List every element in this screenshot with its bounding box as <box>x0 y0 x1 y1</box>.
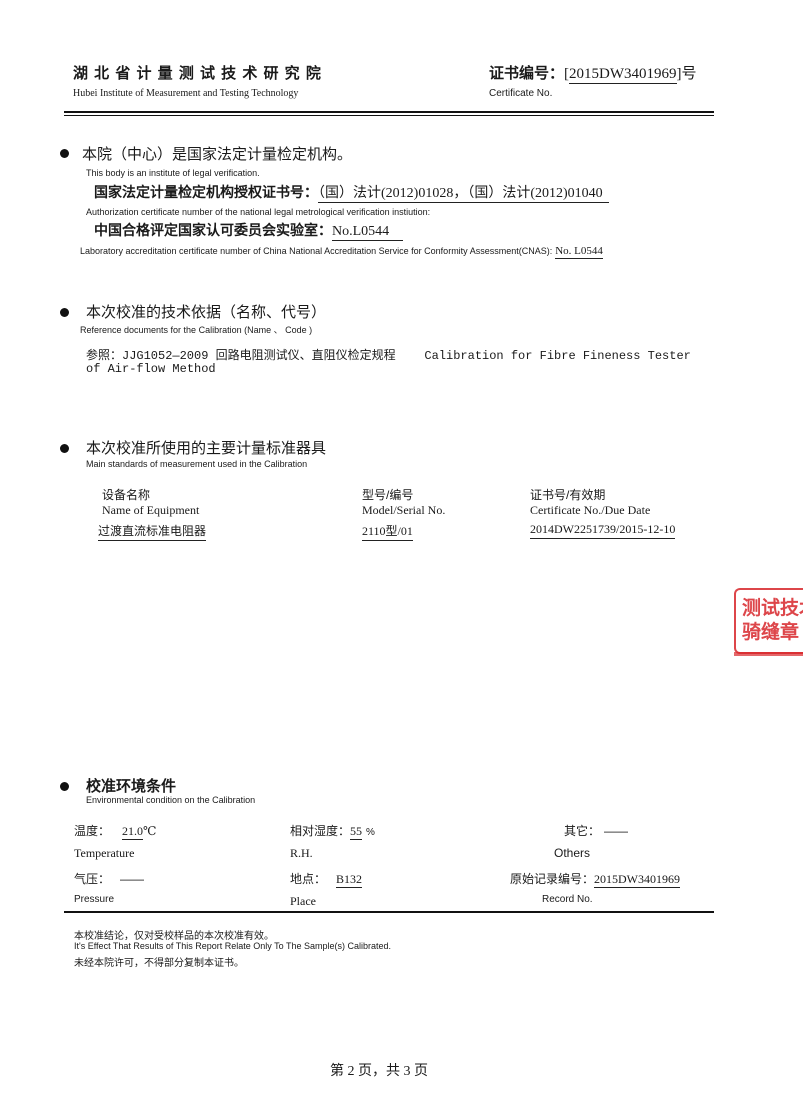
column-model-en: Model/Serial No. <box>362 503 446 517</box>
certificate-open-bracket: [ <box>564 66 570 82</box>
lab-label-en: Laboratory accreditation certificate num… <box>80 246 553 256</box>
humidity-unit: % <box>366 827 375 838</box>
section4-title-en: Environmental condition on the Calibrati… <box>86 795 256 805</box>
authorization-label-en: Authorization certificate number of the … <box>86 207 431 217</box>
validity-note-en: It's Effect That Results of This Report … <box>74 941 392 951</box>
certificate-close: ]号 <box>676 66 697 82</box>
pressure-label-en: Pressure <box>74 894 115 905</box>
temperature-label-cn: 温度： <box>74 824 111 838</box>
others-value: —— <box>604 824 629 838</box>
bullet-section2 <box>60 308 69 317</box>
lab-line: 中国合格评定国家认可委员会实验室：No.L0544 <box>94 220 404 241</box>
place-value: B132 <box>336 872 363 888</box>
others-field: 其它：—— <box>564 822 628 839</box>
temperature-unit: ℃ <box>143 824 157 838</box>
temperature-value: 21.0 <box>122 824 144 840</box>
certificate-label-cn: 证书编号： <box>489 65 565 82</box>
page-number: 第 2 页，共 3 页 <box>330 1064 428 1079</box>
column-cert-en: Certificate No./Due Date <box>530 503 651 517</box>
record-field: 原始记录编号：2015DW3401969 <box>510 870 681 888</box>
pressure-value: —— <box>120 872 145 886</box>
pressure-field: 气压： —— <box>74 870 144 887</box>
others-label-cn: 其它： <box>564 824 601 838</box>
column-cert-cn: 证书号/有效期 <box>530 488 606 502</box>
humidity-label-cn: 相对湿度： <box>290 824 351 838</box>
column-model-cn: 型号/编号 <box>362 488 414 502</box>
temperature-field: 温度： 21.0℃ <box>74 822 157 840</box>
lab-number: No.L0544 <box>332 224 404 241</box>
authorization-value: （国）法计(2012)01028，（国）法计(2012)01040 <box>318 186 609 203</box>
humidity-label-en: R.H. <box>290 846 313 860</box>
equipment-name: 过渡直流标准电阻器 <box>98 522 207 541</box>
reference-line-1: 参照：JJG1052—2009 回路电阻测试仪、直阻仪检定规程 Calibrat… <box>86 349 691 363</box>
section3-title-cn: 本次校准所使用的主要计量标准器具 <box>86 440 327 457</box>
equipment-model: 2110型/01 <box>362 522 413 541</box>
column-equipment-en: Name of Equipment <box>102 503 200 517</box>
humidity-field: 相对湿度：55% <box>290 822 375 840</box>
header-rule-thin <box>64 115 714 116</box>
institute-name-cn: 湖 北 省 计 量 测 试 技 术 研 究 院 <box>73 65 322 82</box>
record-label-en: Record No. <box>542 894 593 905</box>
institute-name-en: Hubei Institute of Measurement and Testi… <box>73 88 299 99</box>
lab-en-line: Laboratory accreditation certificate num… <box>80 245 603 259</box>
authorization-line: 国家法定计量检定机构授权证书号：（国）法计(2012)01028，（国）法计(2… <box>94 182 609 203</box>
footer-rule <box>64 911 714 913</box>
reference-line-2: of Air-flow Method <box>86 362 216 376</box>
seam-stamp-band <box>734 652 803 656</box>
humidity-value: 55 <box>350 824 363 840</box>
certificate-number-block: 证书编号：[2015DW3401969]号 <box>489 62 697 84</box>
copy-restriction-note: 未经本院许可，不得部分复制本证书。 <box>74 958 244 969</box>
lab-number-en: No. L0544 <box>555 245 603 259</box>
others-label-en: Others <box>554 846 591 860</box>
section1-title-en: This body is an institute of legal verif… <box>86 168 260 178</box>
authorization-label-cn: 国家法定计量检定机构授权证书号： <box>94 185 318 201</box>
validity-note-cn: 本校准结论，仅对受校样品的本次校准有效。 <box>74 931 274 942</box>
place-field: 地点： B132 <box>290 870 363 888</box>
section1-title-cn: 本院（中心）是国家法定计量检定机构。 <box>82 146 353 163</box>
record-number: 2015DW3401969 <box>594 872 681 888</box>
seam-stamp-line2: 骑缝章 <box>742 621 800 643</box>
record-label-cn: 原始记录编号： <box>510 872 595 886</box>
pressure-label-cn: 气压： <box>74 872 111 886</box>
bullet-section3 <box>60 444 69 453</box>
equipment-cert: 2014DW2251739/2015-12-10 <box>530 522 676 539</box>
certificate-number: 2015DW3401969 <box>569 66 677 84</box>
certificate-label-en: Certificate No. <box>489 88 553 99</box>
section3-title-en: Main standards of measurement used in th… <box>86 459 308 469</box>
place-label-en: Place <box>290 894 316 908</box>
bullet-section4 <box>60 782 69 791</box>
section4-title-cn: 校准环境条件 <box>86 778 177 795</box>
lab-label-cn: 中国合格评定国家认可委员会实验室： <box>94 223 332 239</box>
section2-title-cn: 本次校准的技术依据（名称、代号） <box>86 304 327 321</box>
section2-title-en: Reference documents for the Calibration … <box>80 325 313 335</box>
place-label-cn: 地点： <box>290 872 327 886</box>
temperature-label-en: Temperature <box>74 846 135 860</box>
header-rule-thick <box>64 111 714 113</box>
column-equipment-cn: 设备名称 <box>102 488 151 502</box>
bullet-section1 <box>60 149 69 158</box>
